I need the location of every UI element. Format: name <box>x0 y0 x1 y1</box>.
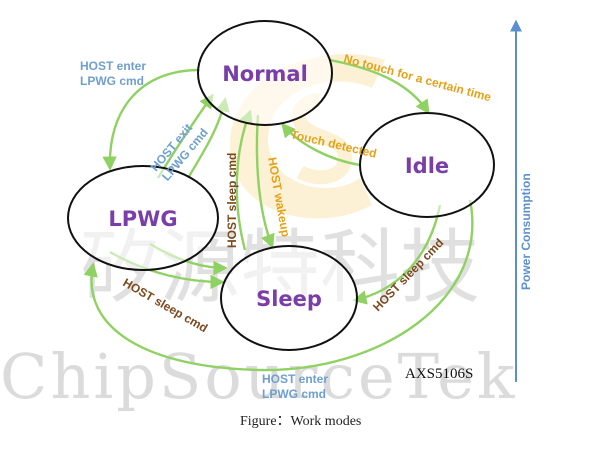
arrow-idle-to-normal <box>281 122 361 167</box>
arrow-idle-to-lpwg <box>83 199 474 372</box>
arrow-normal-to-idle <box>329 58 430 115</box>
figure-caption: Figure：Work modes <box>240 414 361 429</box>
label-host-sleep-normal: HOST sleep cmd <box>225 153 239 248</box>
arrow-normal-to-lpwg <box>102 68 201 171</box>
state-idle: Idle <box>359 112 495 218</box>
state-normal-label: Normal <box>222 62 308 86</box>
watermark-latin: ChipSourceTek <box>0 340 517 413</box>
power-axis-label: Power Consumption <box>519 173 533 290</box>
arrow-normal-to-sleep <box>255 114 275 249</box>
state-normal: Normal <box>197 20 333 126</box>
state-idle-label: Idle <box>405 154 449 178</box>
state-sleep: Sleep <box>220 245 358 351</box>
arrow-idle-to-sleep <box>352 204 442 305</box>
state-lpwg: LPWG <box>67 165 219 271</box>
state-lpwg-label: LPWG <box>108 207 177 231</box>
label-touch-detected: Touch detected <box>289 127 378 160</box>
transition-arrows <box>83 58 474 372</box>
arrow-sleep-to-normal <box>235 109 253 251</box>
state-sleep-label: Sleep <box>256 287 322 311</box>
model-number: AXS5106S <box>405 366 473 382</box>
